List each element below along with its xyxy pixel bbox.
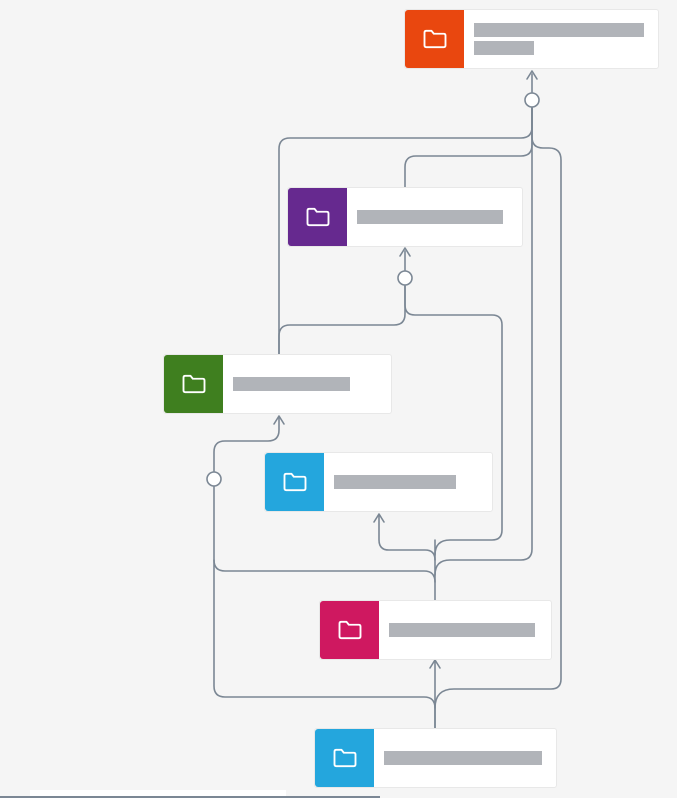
edge-bottom-to-top-rail [434, 107, 562, 709]
node-blue-bottom[interactable] [314, 728, 557, 788]
node-label-area [379, 601, 551, 659]
arrowhead [373, 513, 385, 523]
folder-icon [306, 207, 329, 227]
bottom-panel-strip [30, 790, 286, 798]
edge-magenta-to-top-rail [434, 107, 533, 576]
node-icon-tile [288, 188, 347, 246]
redacted-text-bar [334, 475, 456, 489]
folder-icon [182, 374, 205, 394]
edge-magenta-to-blue-middle [378, 515, 436, 561]
node-label-area [223, 355, 391, 413]
node-icon-tile [320, 601, 379, 659]
node-icon-tile [265, 453, 324, 511]
arrowhead [526, 70, 538, 80]
node-purple[interactable] [287, 187, 523, 247]
node-label-area [464, 10, 658, 68]
node-blue-middle[interactable] [264, 452, 493, 512]
redacted-text-bar [389, 623, 535, 637]
folder-icon [283, 472, 306, 492]
node-label-area [347, 188, 522, 246]
node-top-orange[interactable] [404, 9, 659, 69]
node-label-area [374, 729, 556, 787]
junction-purple [397, 270, 413, 286]
edge-junction-to-green [213, 417, 280, 472]
node-label-area [324, 453, 492, 511]
arrowhead [399, 247, 411, 257]
node-icon-tile [164, 355, 223, 413]
arrowhead [429, 659, 441, 669]
edge-purple-to-top-rail [404, 107, 533, 188]
node-magenta[interactable] [319, 600, 552, 660]
redacted-text-bar [384, 751, 542, 765]
redacted-text-bar [233, 377, 350, 391]
edge-green-to-purple-junction [278, 285, 406, 355]
redacted-text-bar [357, 210, 503, 224]
edge-magenta-to-green-junction [213, 559, 436, 583]
folder-icon [423, 29, 446, 49]
node-icon-tile [405, 10, 464, 68]
junction-green [206, 471, 222, 487]
redacted-text-bar [474, 23, 644, 37]
bottom-divider [0, 796, 380, 798]
edge-bottom-to-green-junction [213, 485, 436, 729]
junction-top [524, 92, 540, 108]
folder-icon [333, 748, 356, 768]
redacted-text-bar [474, 41, 534, 55]
folder-icon [338, 620, 361, 640]
arrowhead [273, 415, 285, 425]
node-icon-tile [315, 729, 374, 787]
node-green[interactable] [163, 354, 392, 414]
edge-magenta-to-purple-junction [404, 285, 503, 556]
